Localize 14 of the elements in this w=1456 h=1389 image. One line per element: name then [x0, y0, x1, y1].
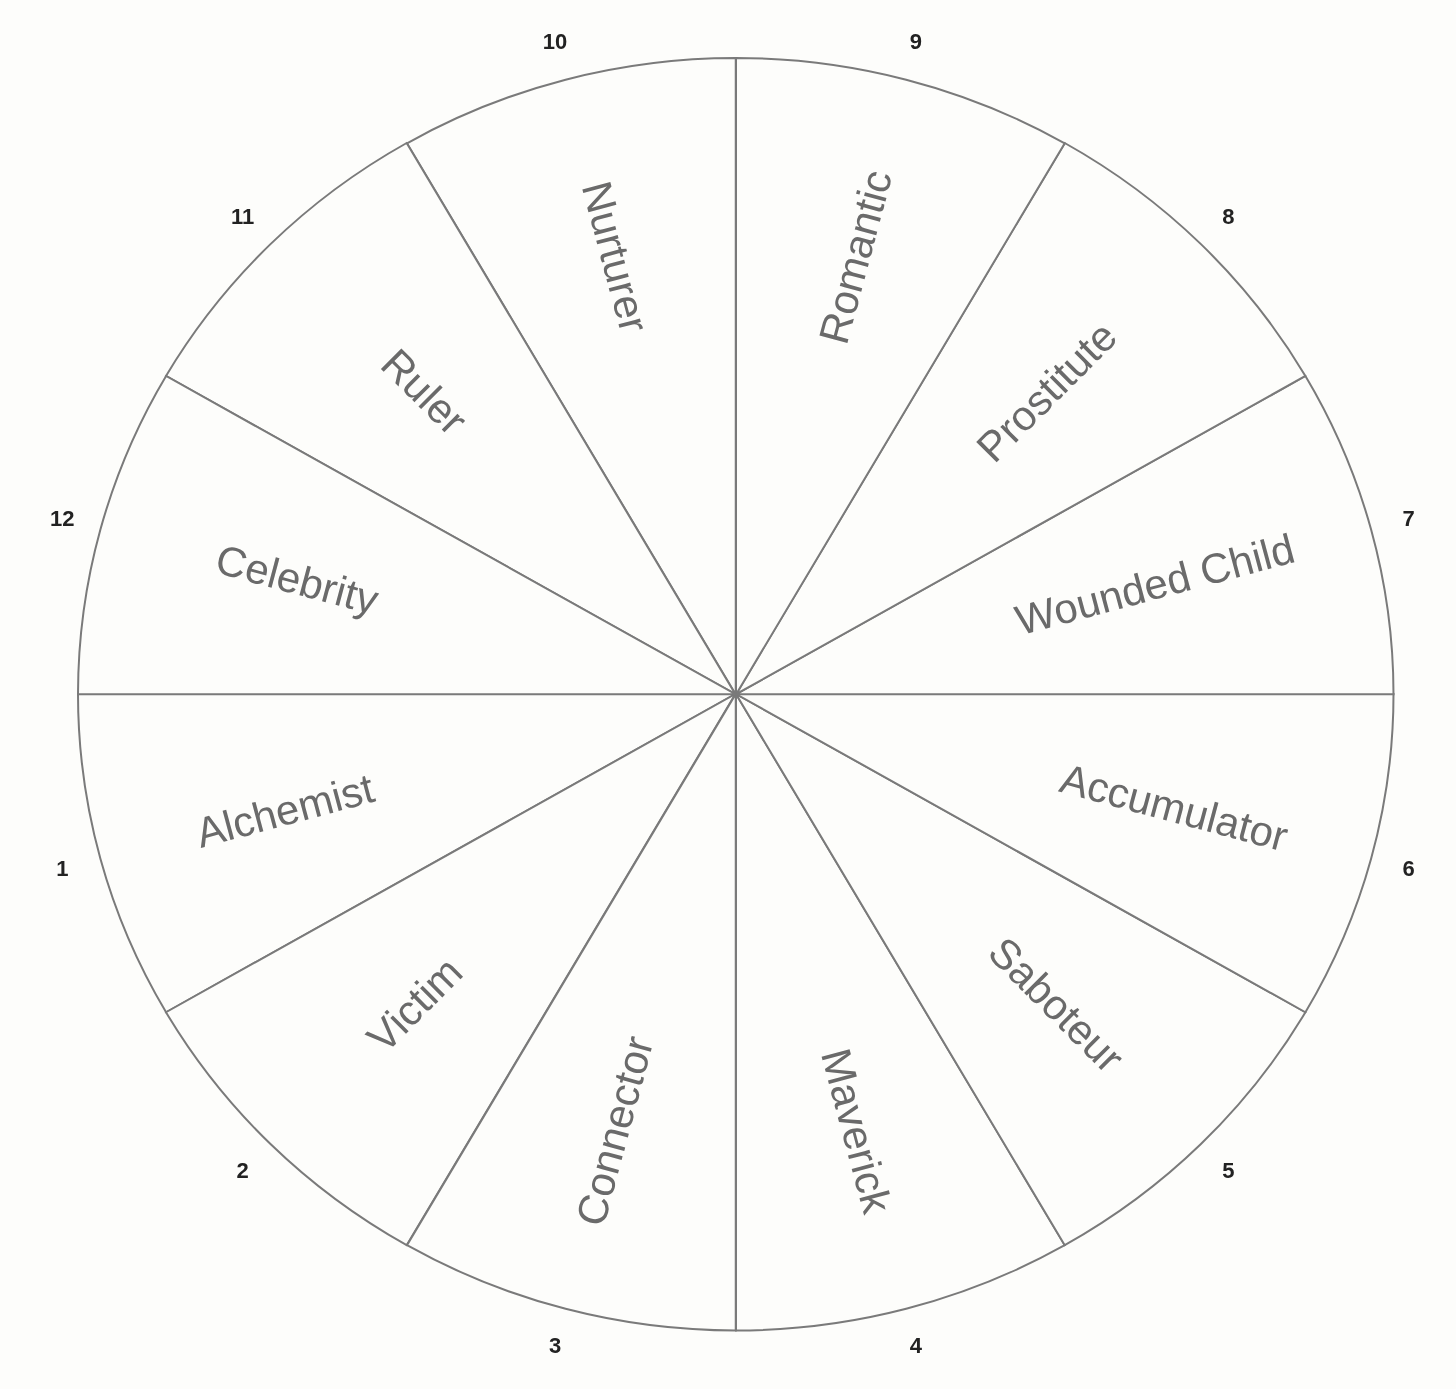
segment-number: 6: [1402, 857, 1415, 880]
segment-label: Maverick: [814, 1043, 899, 1218]
segment-number: 5: [1222, 1160, 1235, 1183]
segment-number: 4: [909, 1334, 922, 1357]
segment-number: 11: [231, 205, 255, 228]
segment-number: 8: [1222, 205, 1235, 228]
segment-number: 2: [236, 1160, 249, 1183]
segment-label: Nurturer: [574, 177, 655, 338]
segment-number: 1: [56, 857, 69, 880]
segment-number: 3: [549, 1334, 562, 1357]
segment-number: 9: [909, 31, 922, 54]
segment-number: 12: [50, 508, 75, 531]
segment-number: 7: [1402, 508, 1415, 531]
segment-number: 10: [542, 31, 568, 54]
